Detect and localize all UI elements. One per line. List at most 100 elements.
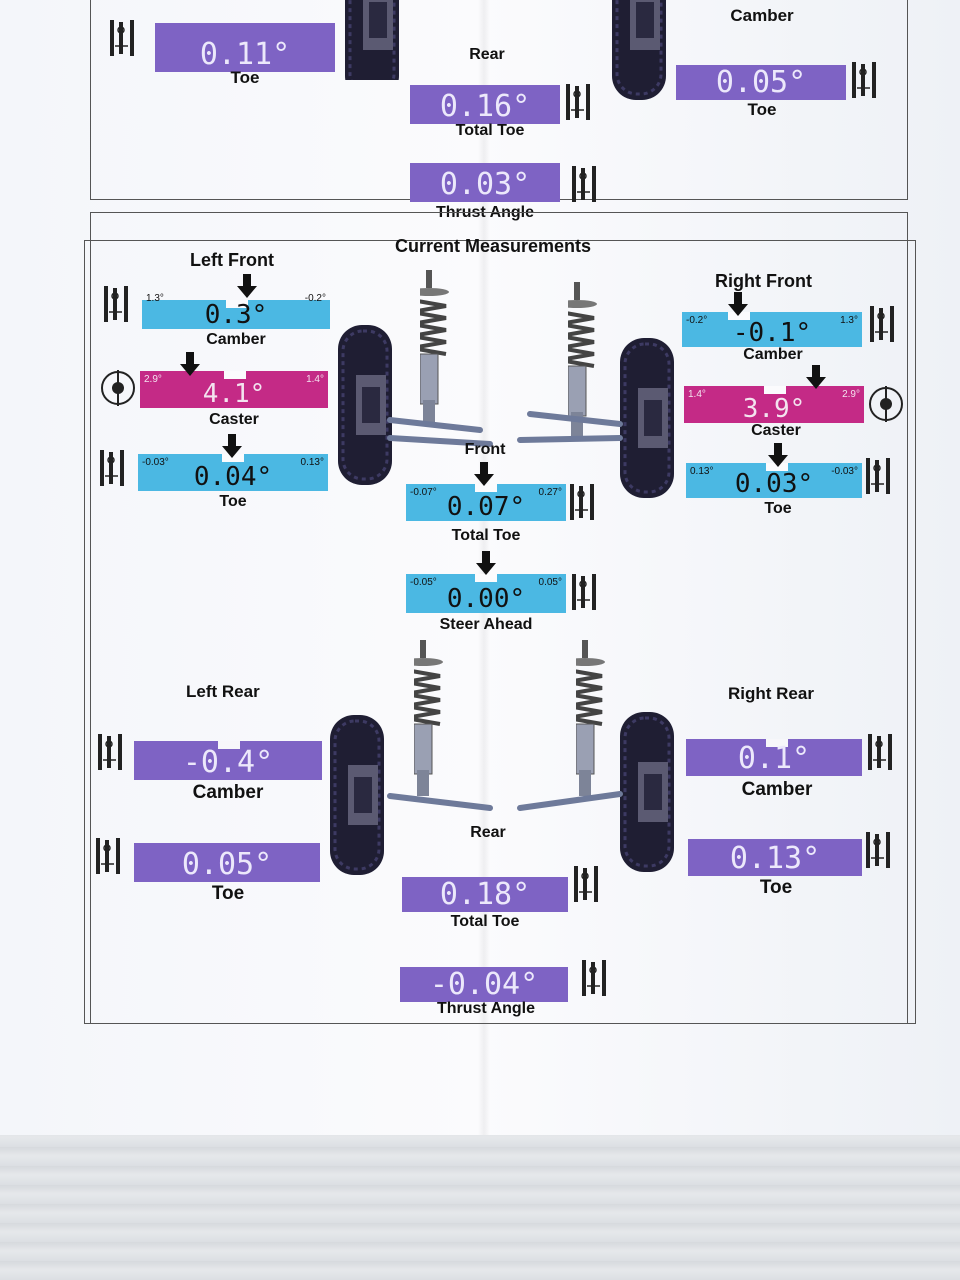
prev-total-toe-value: 0.16° <box>439 89 531 124</box>
left-rear-camber-label: Camber <box>192 782 264 803</box>
steer-ahead-label: Steer Ahead <box>439 616 533 633</box>
caster-icon <box>101 370 135 407</box>
thrust-angle-icon <box>572 166 597 203</box>
prev-right-toe-value: 0.05° <box>715 65 807 100</box>
right-front-toe-max: -0.03° <box>831 466 858 477</box>
left-front-caster-gauge: 2.9° 1.4° 4.1° <box>140 360 328 408</box>
right-front-camber-label: Camber <box>743 346 803 363</box>
toe-icon <box>866 458 891 495</box>
right-rear-toe-gauge: 0.13° <box>688 828 862 876</box>
right-front-camber-min: -0.2° <box>686 315 708 326</box>
prev-front-wheel-left <box>345 0 401 80</box>
front-total-toe-indicator <box>474 462 494 486</box>
left-front-camber-gauge: 1.3° -0.2° 0.3° <box>142 289 330 329</box>
background-surface <box>0 1135 960 1280</box>
camber-icon <box>98 734 123 771</box>
camber-icon <box>868 734 893 771</box>
left-front-camber-min: 1.3° <box>146 293 164 304</box>
left-front-caster-min: 2.9° <box>144 374 162 385</box>
left-front-caster-indicator <box>180 352 200 376</box>
right-front-title: Right Front <box>715 271 812 291</box>
front-label: Front <box>464 441 506 458</box>
steer-ahead-icon <box>572 574 597 611</box>
front-total-toe-max: 0.27° <box>538 487 562 498</box>
left-front-toe-max: 0.13° <box>300 457 324 468</box>
left-front-toe-value: 0.04° <box>193 462 273 492</box>
left-rear-toe-value: 0.05° <box>181 847 273 882</box>
rear-total-toe-value: 0.18° <box>439 877 531 912</box>
steer-ahead-gauge: -0.05° 0.05° 0.00° <box>406 563 566 613</box>
total-toe-icon <box>570 484 595 521</box>
left-front-toe-indicator <box>222 434 242 458</box>
right-rear-toe-value: 0.13° <box>729 841 821 876</box>
prev-thrust-angle-value: 0.03° <box>439 167 531 202</box>
right-front-camber-gauge: -0.2° 1.3° -0.1° <box>682 301 862 347</box>
steer-ahead-max: 0.05° <box>538 577 562 588</box>
thrust-angle-value: -0.04° <box>429 967 539 1002</box>
prev-left-toe-label: Toe <box>230 68 260 87</box>
prev-total-toe-label: Total Toe <box>455 122 525 139</box>
left-front-toe-gauge: -0.03° 0.13° 0.04° <box>138 443 328 491</box>
steer-ahead-indicator <box>476 551 496 575</box>
right-rear-camber-value: 0.1° <box>737 741 811 776</box>
front-total-toe-label: Total Toe <box>451 527 521 544</box>
total-toe-icon <box>574 866 599 903</box>
front-total-toe-gauge: -0.07° 0.27° 0.07° <box>406 473 566 521</box>
rear-total-toe-gauge: 0.18° <box>402 866 568 912</box>
rear-total-toe-label: Total Toe <box>450 913 520 930</box>
right-rear-camber-gauge: 0.1° <box>686 728 862 776</box>
toe-icon <box>100 450 125 487</box>
toe-icon <box>866 832 891 869</box>
front-total-toe-value: 0.07° <box>446 492 526 522</box>
left-front-camber-value: 0.3° <box>204 300 268 330</box>
left-rear-toe-gauge: 0.05° <box>134 832 320 882</box>
camber-icon <box>104 286 129 323</box>
front-total-toe-min: -0.07° <box>410 487 437 498</box>
thrust-angle-gauge: -0.04° <box>400 956 568 1002</box>
left-front-toe-label: Toe <box>219 493 247 510</box>
prev-thrust-angle-gauge: 0.03° <box>410 152 560 202</box>
front-control-arms <box>387 411 623 447</box>
steer-ahead-value: 0.00° <box>446 584 526 614</box>
left-front-camber-label: Camber <box>206 331 266 348</box>
thrust-angle-label: Thrust Angle <box>436 1000 536 1017</box>
right-front-camber-indicator <box>728 292 748 316</box>
right-front-caster-value: 3.9° <box>742 394 806 424</box>
thrust-angle-icon <box>582 960 607 997</box>
left-rear-toe-label: Toe <box>211 883 245 904</box>
left-front-toe-min: -0.03° <box>142 457 169 468</box>
right-front-camber-value: -0.1° <box>732 318 812 348</box>
current-measurements-inner-frame <box>84 240 916 1024</box>
right-front-toe-gauge: 0.13° -0.03° 0.03° <box>686 452 862 498</box>
right-front-toe-label: Toe <box>764 500 792 517</box>
caster-icon <box>869 386 903 423</box>
prev-right-toe-gauge: 0.05° <box>676 54 846 100</box>
prev-front-wheel-right <box>612 0 668 100</box>
prev-right-camber-label: Camber <box>730 6 794 25</box>
left-rear-title: Left Rear <box>186 682 260 701</box>
right-front-caster-label: Caster <box>751 422 801 439</box>
right-front-toe-min: 0.13° <box>690 466 714 477</box>
right-front-caster-gauge: 1.4° 2.9° 3.9° <box>684 375 864 423</box>
prev-total-toe-gauge: 0.16° <box>410 74 560 124</box>
rear-control-arms <box>387 791 623 811</box>
left-rear-camber-gauge: -0.4° <box>134 730 322 780</box>
prev-right-toe-label: Toe <box>747 100 777 119</box>
toe-icon <box>110 20 135 57</box>
right-front-caster-max: 2.9° <box>842 389 860 400</box>
left-rear-camber-value: -0.4° <box>182 745 274 780</box>
right-front-camber-max: 1.3° <box>840 315 858 326</box>
toe-icon <box>96 838 121 875</box>
left-front-caster-max: 1.4° <box>306 374 324 385</box>
right-front-toe-indicator <box>768 443 788 467</box>
right-front-caster-indicator <box>806 365 826 389</box>
steer-ahead-min: -0.05° <box>410 577 437 588</box>
right-rear-title: Right Rear <box>728 684 814 703</box>
prev-left-toe-value: 0.11° <box>199 37 291 72</box>
toe-icon <box>852 62 877 99</box>
left-front-title: Left Front <box>190 250 274 270</box>
right-rear-toe-label: Toe <box>759 877 793 898</box>
prev-rear-label: Rear <box>469 46 505 63</box>
left-front-caster-value: 4.1° <box>202 379 266 409</box>
right-front-caster-min: 1.4° <box>688 389 706 400</box>
